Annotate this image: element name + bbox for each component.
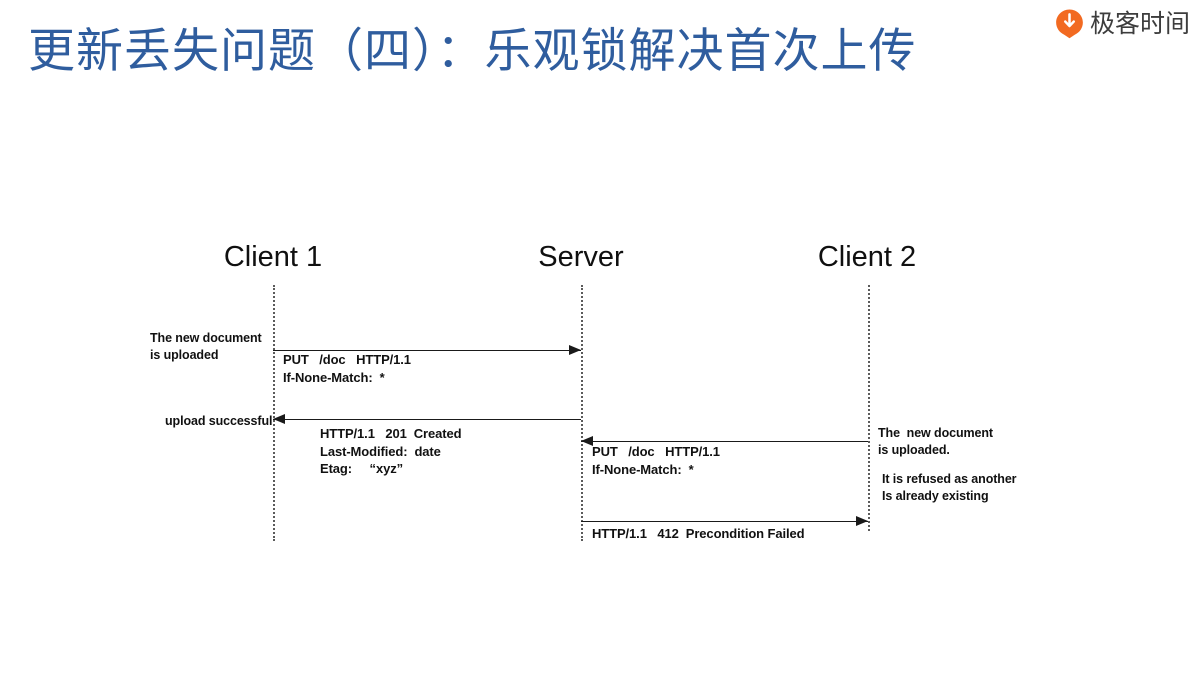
message-text-m2: HTTP/1.1 201 Created Last-Modified: date… bbox=[320, 426, 462, 476]
brand-name: 极客时间 bbox=[1089, 9, 1190, 38]
message-line-m3 bbox=[581, 441, 868, 442]
message-line-m2 bbox=[273, 419, 581, 420]
message-text-m1: PUT /doc HTTP/1.1 If-None-Match: * bbox=[283, 352, 411, 385]
actor-label-client1: Client 1 bbox=[223, 241, 323, 273]
geekbang-circle-arrow-icon bbox=[1056, 9, 1083, 39]
actor-label-client2: Client 2 bbox=[817, 241, 917, 273]
note-n2: upload successful bbox=[165, 414, 273, 428]
message-text-m4: HTTP/1.1 412 Precondition Failed bbox=[592, 526, 805, 541]
lifeline-client2 bbox=[868, 285, 870, 531]
arrow-head-m4 bbox=[856, 516, 868, 526]
arrow-head-m3 bbox=[581, 436, 593, 446]
note-n1: The new document is uploaded bbox=[150, 331, 262, 362]
brand-logo: 极客时间 bbox=[1054, 8, 1190, 39]
message-line-m4 bbox=[581, 521, 868, 522]
lifeline-server bbox=[581, 285, 583, 541]
lifeline-client1 bbox=[273, 285, 275, 541]
arrow-head-m2 bbox=[273, 414, 285, 424]
message-text-m3: PUT /doc HTTP/1.1 If-None-Match: * bbox=[592, 444, 720, 477]
note-n4: It is refused as another Is already exis… bbox=[882, 472, 1017, 503]
arrow-head-m1 bbox=[569, 345, 581, 355]
actor-label-server: Server bbox=[538, 241, 624, 273]
note-n3: The new document is uploaded. bbox=[878, 426, 993, 457]
page-title: 更新丢失问题（四）：乐观锁解决首次上传 bbox=[28, 24, 917, 77]
message-line-m1 bbox=[273, 350, 581, 351]
